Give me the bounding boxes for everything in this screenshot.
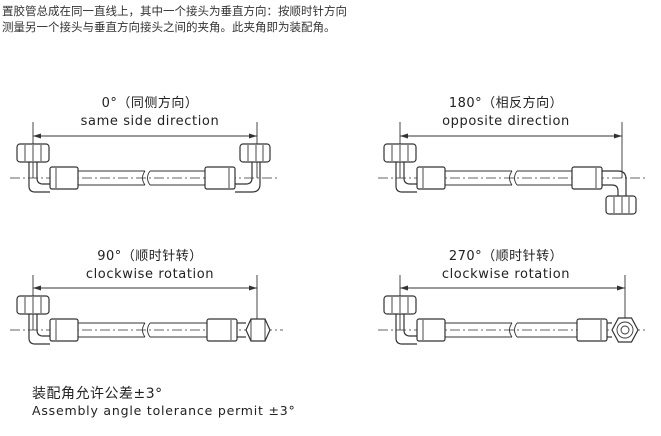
intro-line-2: 测量另一个接头与垂直方向接头之间的夹角。此夹角即为装配角。 (2, 20, 336, 34)
panel-180-angle-label: 180°（相反方向） (448, 96, 564, 111)
panel-0-degree (10, 122, 278, 193)
panel-90-direction-label: clockwise rotation (85, 267, 215, 282)
panel-0-direction-label: same side direction (80, 114, 220, 129)
intro-line-1: 置胶管总成在同一直线上，其中一个接头为垂直方向：按顺时针方向 (2, 4, 347, 18)
tolerance-label-en: Assembly angle tolerance permit ±3° (32, 403, 296, 418)
panel-270-angle-label: 270°（顺时针转） (448, 249, 564, 264)
panel-0-angle-label: 0°（同侧方向） (101, 96, 199, 111)
panel-90-angle-label: 90°（顺时针转） (97, 249, 203, 264)
tolerance-label-cn: 装配角允许公差±3° (32, 386, 163, 402)
panel-180-degree (378, 122, 645, 215)
panel-90-degree (10, 275, 283, 345)
panel-270-direction-label: clockwise rotation (441, 267, 571, 282)
panel-180-direction-label: opposite direction (442, 114, 570, 129)
panel-270-degree (378, 275, 648, 345)
